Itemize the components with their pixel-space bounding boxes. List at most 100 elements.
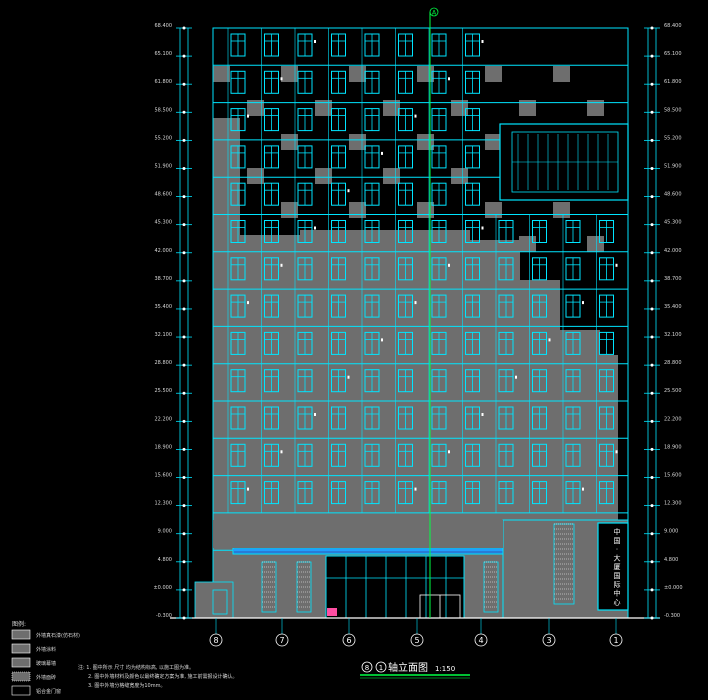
window	[462, 438, 480, 476]
wall-patch	[451, 100, 468, 116]
window	[227, 438, 246, 476]
dim-dot	[650, 54, 654, 58]
window	[395, 102, 417, 140]
dim-dot	[182, 391, 186, 395]
window	[428, 214, 447, 252]
marker	[247, 114, 249, 118]
window	[395, 475, 417, 513]
level-label: 58.500	[155, 107, 173, 113]
window	[562, 214, 581, 252]
dim-dot	[650, 279, 654, 283]
wall-patch	[451, 168, 468, 184]
dim-dot	[182, 26, 186, 30]
window	[261, 401, 279, 438]
window	[361, 214, 380, 252]
window	[395, 438, 413, 476]
marker	[314, 226, 316, 230]
dim-dot	[650, 476, 654, 480]
wall-patch	[247, 236, 264, 252]
marker	[347, 189, 350, 193]
marker	[381, 338, 383, 342]
window	[529, 251, 547, 289]
dim-dot	[650, 251, 654, 255]
wall-patch	[417, 202, 434, 218]
dim-dot	[182, 476, 186, 480]
marker	[314, 40, 316, 43]
marker	[481, 226, 484, 230]
wall-patch	[213, 202, 230, 218]
axis-label: 5	[414, 636, 419, 645]
window	[562, 475, 584, 513]
note-line: 2. 图中外墙材料及颜色以最终确定方案为准, 施工前需报设计确认。	[88, 673, 238, 680]
dim-dot	[650, 307, 654, 311]
window	[361, 251, 380, 289]
dim-dot	[182, 504, 186, 508]
wall-patch	[485, 202, 502, 218]
window	[361, 475, 380, 513]
dim-dot	[650, 195, 654, 199]
legend-swatch	[11, 657, 31, 668]
window	[227, 289, 249, 327]
level-label: 4.800	[158, 557, 172, 563]
window	[294, 65, 313, 103]
window	[428, 475, 447, 513]
marker	[582, 487, 584, 491]
axis-label: 7	[279, 636, 284, 645]
marker	[448, 77, 450, 81]
level-label: 28.800	[664, 360, 682, 366]
window	[227, 401, 246, 438]
facade-grey-wall	[213, 118, 618, 618]
window	[361, 401, 380, 438]
level-label: 15.600	[664, 473, 682, 479]
window	[596, 475, 614, 513]
window	[261, 438, 283, 476]
window	[562, 251, 581, 289]
window	[294, 28, 316, 65]
annex-window	[212, 589, 228, 615]
window	[529, 214, 547, 252]
window	[294, 214, 316, 252]
dim-dot	[182, 166, 186, 170]
legend-swatch	[11, 685, 31, 696]
wall-patch	[587, 100, 604, 116]
window	[328, 139, 346, 177]
marker	[314, 413, 316, 416]
level-label: 35.400	[664, 304, 682, 310]
window	[462, 65, 480, 103]
level-label: ±0.000	[153, 585, 172, 591]
window	[395, 177, 413, 215]
sign-char: 际	[614, 580, 621, 589]
axis-label: 1	[613, 636, 618, 645]
window	[261, 65, 283, 103]
window	[596, 214, 614, 252]
marker	[347, 375, 350, 379]
level-label: 55.200	[664, 135, 682, 141]
dim-dot	[182, 82, 186, 86]
wall-patch	[587, 236, 604, 252]
window	[261, 214, 279, 252]
wall-patch	[281, 66, 298, 82]
sign-char: ·	[616, 546, 618, 554]
window	[294, 251, 313, 289]
window	[428, 289, 447, 327]
window	[596, 401, 614, 438]
window	[462, 214, 484, 252]
magenta-marker	[327, 608, 337, 616]
window	[462, 401, 484, 438]
window	[261, 139, 279, 177]
sign-char: 心	[614, 598, 621, 606]
window	[294, 289, 313, 327]
window	[294, 177, 313, 215]
dim-dot	[650, 335, 654, 339]
level-label: ±0.000	[664, 585, 683, 591]
axis-label: 8	[213, 636, 218, 645]
window	[495, 251, 514, 289]
wall-patch	[247, 100, 264, 116]
dim-dot	[182, 110, 186, 114]
window	[462, 28, 484, 65]
